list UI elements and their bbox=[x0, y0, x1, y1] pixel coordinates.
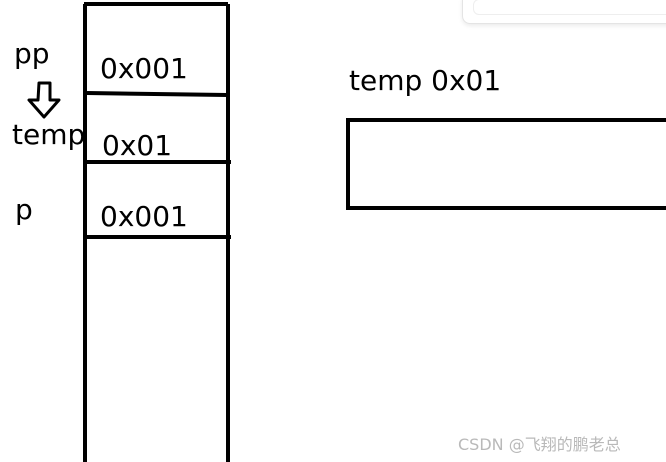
temp-box-outline bbox=[346, 118, 666, 210]
stack-cell-2-value: 0x01 bbox=[102, 129, 173, 162]
label-p: p bbox=[15, 193, 33, 226]
label-temp: temp bbox=[12, 118, 86, 151]
temp-box-caption: temp 0x01 bbox=[349, 64, 502, 97]
csdn-watermark: CSDN @飞翔的鹏老总 bbox=[458, 435, 621, 454]
down-arrow-icon bbox=[27, 81, 61, 119]
label-pp: pp bbox=[14, 37, 50, 70]
popup-menu-edge bbox=[462, 0, 666, 24]
stack-cell-1-value: 0x001 bbox=[100, 52, 188, 85]
stack-cell-3-value: 0x001 bbox=[100, 200, 188, 233]
popup-menu-item bbox=[473, 0, 666, 15]
cell-divider-1 bbox=[86, 91, 228, 97]
